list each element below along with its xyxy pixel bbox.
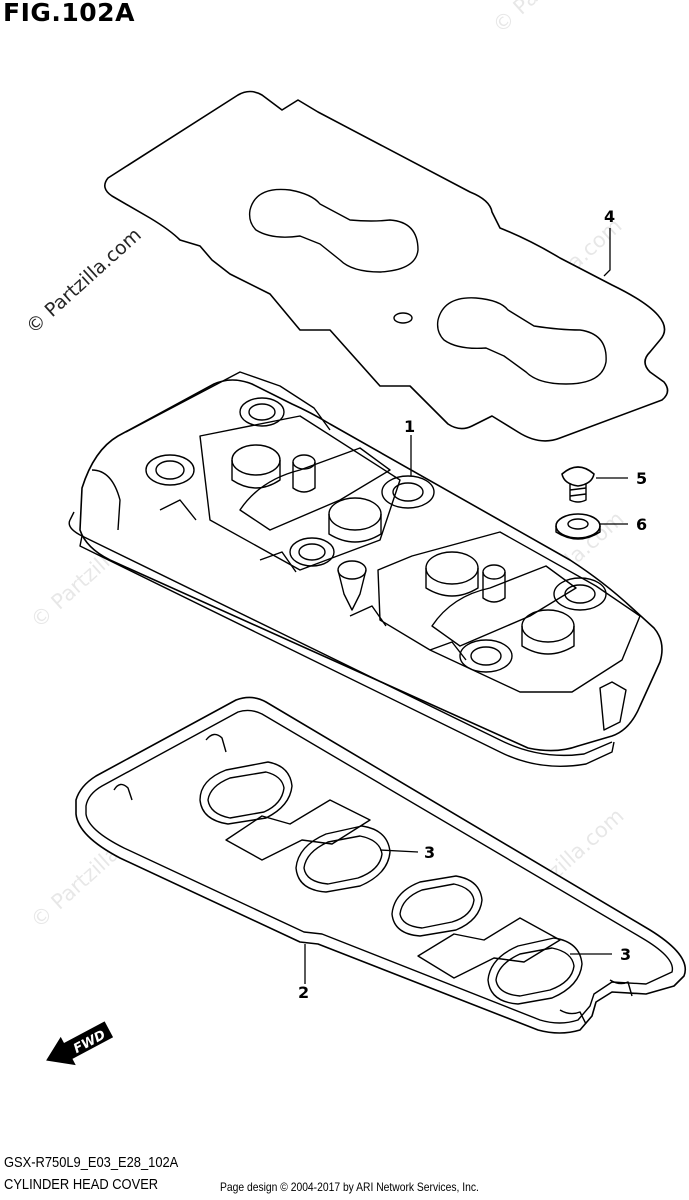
part-1-cylinder-head-cover [68,371,663,767]
callout-2[interactable]: 2 [298,983,309,1002]
part-2-lower-gasket [75,696,686,1034]
callout-1[interactable]: 1 [404,417,415,436]
callout-5[interactable]: 5 [636,469,647,488]
fwd-arrow-icon: FWD [46,1021,114,1066]
part-6-washer [555,513,601,540]
leader-lines [304,228,628,984]
model-code: GSX-R750L9_E03_E28_102A [4,1154,179,1171]
callout-3[interactable]: 3 [620,945,631,964]
part-name: CYLINDER HEAD COVER [4,1176,159,1193]
callout-6[interactable]: 6 [636,515,647,534]
callout-4[interactable]: 4 [604,207,615,226]
part-5-bolt [561,466,595,503]
figure-title: FIG.102A [3,0,135,27]
page-credit: Page design © 2004-2017 by ARI Network S… [220,1180,479,1194]
part-4-cover-gasket [104,90,669,442]
callout-3[interactable]: 3 [424,843,435,862]
